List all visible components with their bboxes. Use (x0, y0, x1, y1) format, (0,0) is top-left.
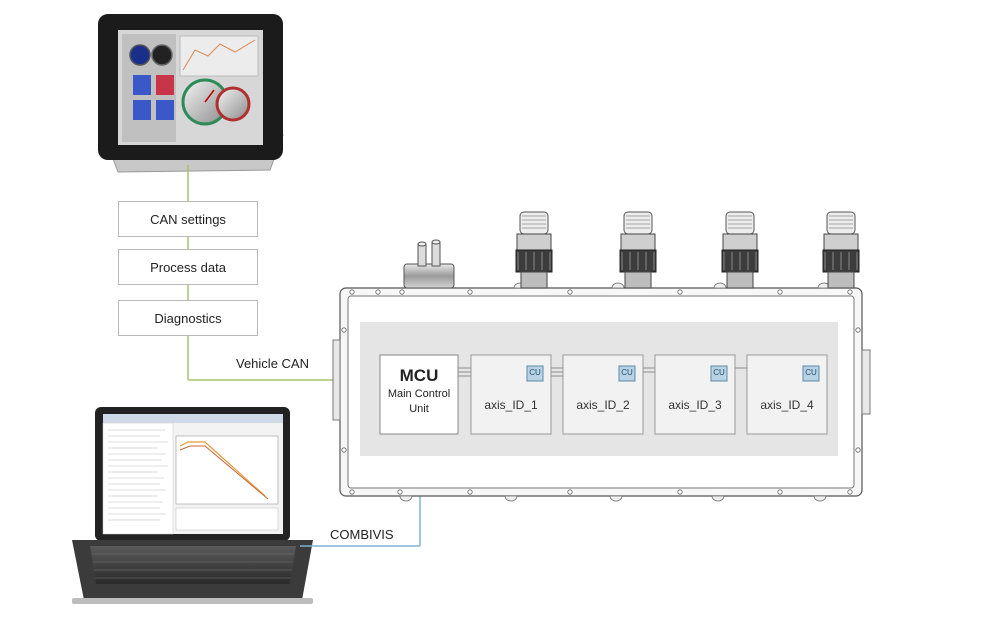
axis-label-3: axis_ID_3 (668, 398, 722, 412)
cable-gland-icon (515, 211, 860, 289)
mcu-line-1: Main Control (387, 388, 451, 400)
axis-units (458, 354, 828, 435)
mcu-title: MCU (399, 366, 439, 385)
can-settings-label: CAN settings (118, 201, 258, 237)
cu-box-1 (526, 365, 544, 382)
cable-gland-4 (822, 211, 860, 289)
cu-box-2 (618, 365, 636, 382)
cable-gland-3 (721, 211, 759, 289)
cable-gland-2 (619, 211, 657, 289)
cu-label-2: CU (621, 368, 633, 377)
cu-box-4 (802, 365, 820, 382)
diagnostics-label: Diagnostics (118, 300, 258, 336)
cu-label-1: CU (529, 368, 541, 377)
axis-label-1: axis_ID_1 (484, 398, 538, 412)
mcu-line-2: Unit (409, 403, 429, 415)
cu-box-3 (710, 365, 728, 382)
mcu-box (379, 354, 459, 435)
axis-label-2: axis_ID_2 (576, 398, 630, 412)
axis-label-4: axis_ID_4 (760, 398, 814, 412)
combivis-label: COMBIVIS (330, 527, 394, 542)
cu-label-3: CU (713, 368, 725, 377)
cable-gland-1 (515, 211, 553, 289)
connector-icon (403, 239, 455, 289)
laptop-icon (72, 407, 313, 604)
tablet-icon (98, 14, 284, 173)
vehicle-can-label: Vehicle CAN (236, 356, 309, 371)
cu-label-4: CU (805, 368, 817, 377)
process-data-label: Process data (118, 249, 258, 285)
